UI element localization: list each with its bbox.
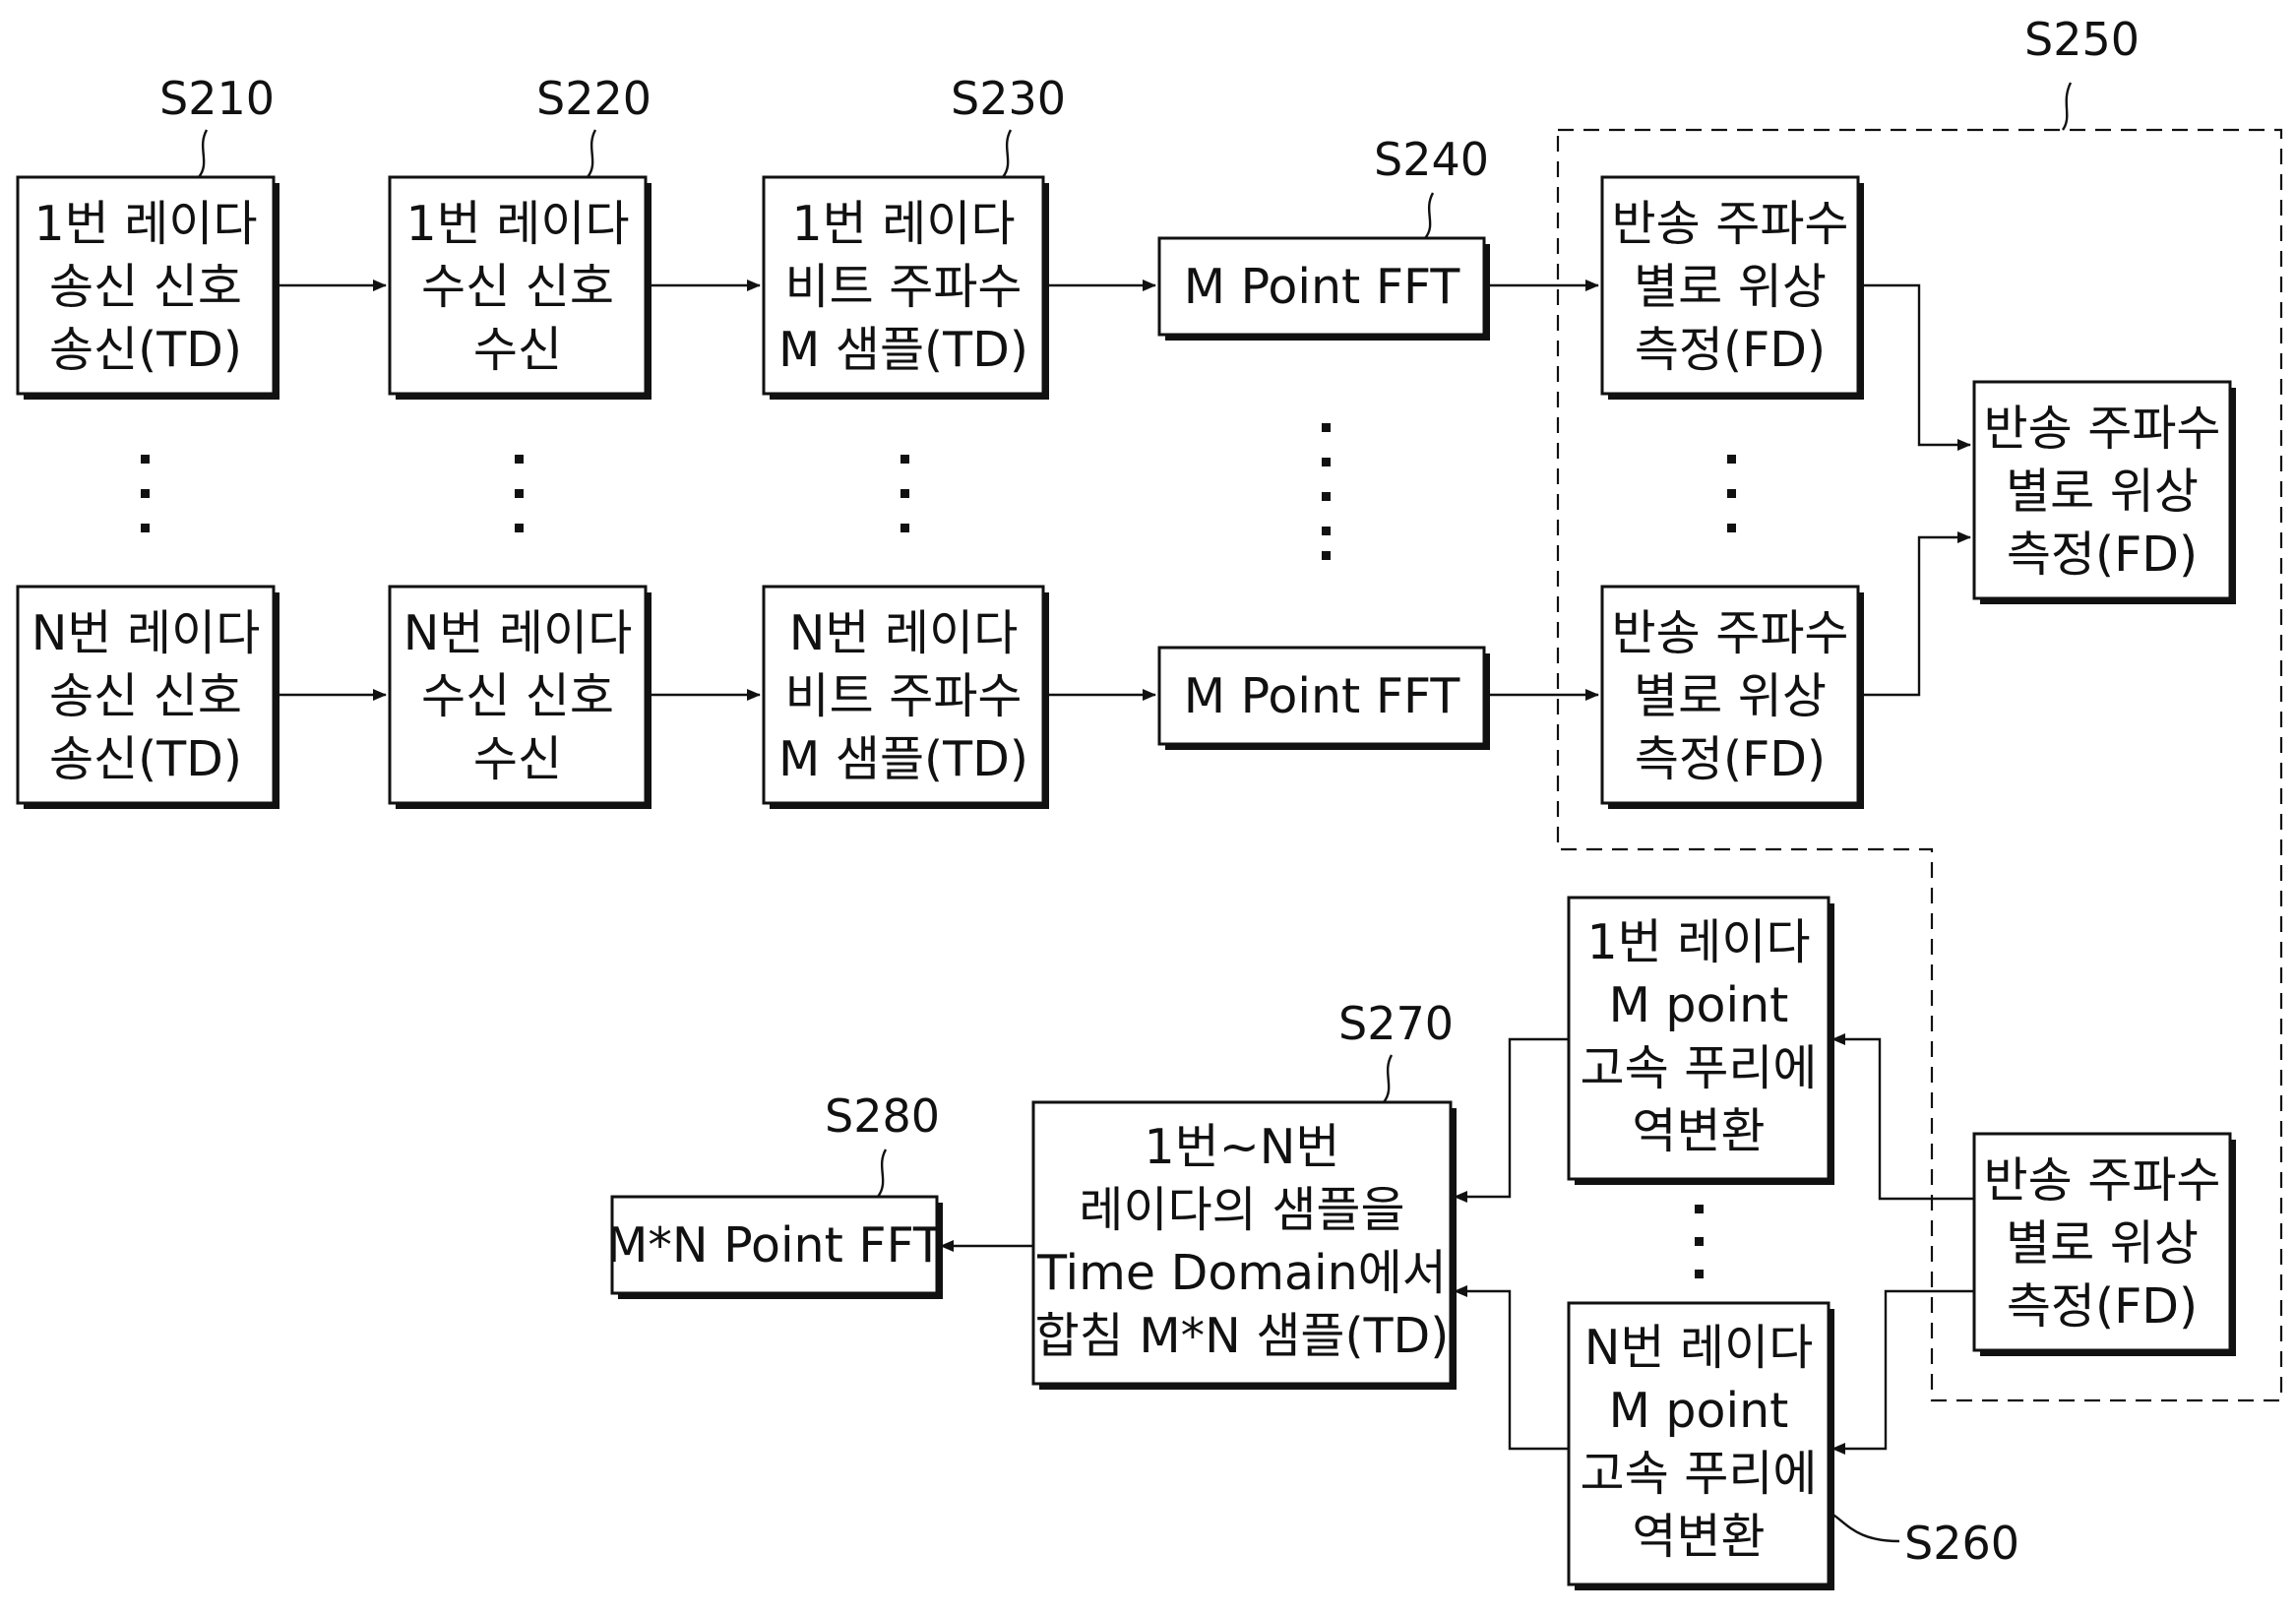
box-txN-line-3: 송신(TD): [49, 731, 242, 787]
box-phase1: 반송 주파수 별로 위상 측정(FD): [1600, 175, 1864, 400]
box-ifft1-line-3: 고속 푸리에: [1581, 1040, 1818, 1096]
box-phase-out: 반송 주파수 별로 위상 측정(FD): [1972, 1132, 2236, 1356]
step-label-s230: S230: [951, 72, 1066, 125]
leader-s250: [2061, 82, 2073, 131]
box-phaseN-line-3: 측정(FD): [1635, 731, 1826, 787]
box-tx1-line-2: 송신 신호: [49, 259, 242, 315]
box-phase-out-line-1: 반송 주파수: [1984, 1152, 2221, 1209]
box-ifftN-line-3: 고속 푸리에: [1581, 1446, 1818, 1502]
ellipsis-col-rx: [515, 455, 524, 532]
box-merge-line-1: 1번~N번: [1144, 1119, 1339, 1175]
step-label-s220: S220: [536, 72, 652, 125]
box-phaseN-line-2: 별로 위상: [1634, 668, 1827, 724]
box-rx1-line-3: 수신: [473, 322, 562, 378]
step-label-s210: S210: [159, 72, 275, 125]
box-phase1-line-3: 측정(FD): [1635, 322, 1826, 378]
box-fft1: M Point FFT: [1157, 236, 1490, 341]
box-rx1-line-2: 수신 신호: [421, 259, 614, 315]
arrow-phase1-combined: [1864, 283, 1971, 451]
box-rxN-line-3: 수신: [473, 731, 562, 787]
box-final-fft-line-1: M*N Point FFT: [606, 1217, 944, 1273]
box-phase-combined: 반송 주파수 별로 위상 측정(FD): [1972, 380, 2236, 604]
ellipsis-col-tx: [141, 455, 150, 532]
box-phase-out-line-3: 측정(FD): [2007, 1278, 2198, 1335]
box-fftN-line-1: M Point FFT: [1184, 668, 1461, 724]
arrow-phase-out-ifftN: [1831, 1289, 1974, 1455]
box-phase-combined-line-2: 별로 위상: [2006, 464, 2199, 520]
box-txN: N번 레이다 송신 신호 송신(TD): [16, 585, 279, 809]
arrow-ifft1-merge: [1454, 1037, 1569, 1203]
step-label-s270: S270: [1338, 997, 1454, 1050]
step-label-s250: S250: [2024, 13, 2140, 66]
ellipsis-col-fft: [1322, 423, 1331, 560]
box-rx1-line-1: 1번 레이다: [405, 196, 629, 252]
box-merge-line-4: 합침 M*N 샘플(TD): [1035, 1308, 1450, 1364]
box-merge-line-2: 레이다의 샘플을: [1079, 1182, 1404, 1238]
arrow-phaseN-combined: [1864, 531, 1971, 697]
box-tx1-line-1: 1번 레이다: [33, 196, 257, 252]
box-beat1-line-1: 1번 레이다: [791, 196, 1015, 252]
box-phase-combined-line-3: 측정(FD): [2007, 527, 2198, 583]
box-ifftN-line-2: M point: [1609, 1383, 1789, 1439]
box-tx1: 1번 레이다 송신 신호 송신(TD): [16, 175, 279, 400]
box-rxN-line-1: N번 레이다: [403, 605, 633, 661]
leader-s260: [1828, 1510, 1900, 1543]
box-phaseN: 반송 주파수 별로 위상 측정(FD): [1600, 585, 1864, 809]
box-ifft1-line-1: 1번 레이다: [1586, 914, 1810, 970]
box-ifftN: N번 레이다 M point 고속 푸리에 역변환: [1567, 1301, 1834, 1590]
box-rxN-line-2: 수신 신호: [421, 668, 614, 724]
box-beatN-line-1: N번 레이다: [789, 605, 1019, 661]
box-fft1-line-1: M Point FFT: [1184, 259, 1461, 315]
box-merge-line-3: Time Domain에서: [1036, 1245, 1447, 1301]
leader-s270: [1383, 1054, 1394, 1103]
ellipsis-col-beat: [900, 455, 909, 532]
box-beat1-line-3: M 샘플(TD): [778, 322, 1028, 378]
box-rxN: N번 레이다 수신 신호 수신: [388, 585, 652, 809]
leader-s230: [1002, 129, 1013, 178]
box-beatN-line-2: 비트 주파수: [785, 668, 1023, 724]
box-phaseN-line-1: 반송 주파수: [1612, 605, 1849, 661]
box-beatN-line-3: M 샘플(TD): [778, 731, 1028, 787]
s250-group-outline: [1556, 128, 2283, 1402]
step-label-s260: S260: [1904, 1517, 2019, 1570]
box-merge: 1번~N번 레이다의 샘플을 Time Domain에서 합침 M*N 샘플(T…: [1031, 1100, 1457, 1390]
ellipsis-col-ifft: [1695, 1205, 1704, 1278]
box-ifftN-line-4: 역변환: [1632, 1509, 1765, 1565]
box-txN-line-2: 송신 신호: [49, 668, 242, 724]
leader-s220: [587, 129, 597, 178]
ellipsis-col-phase: [1727, 455, 1736, 532]
arrow-ifftN-merge: [1454, 1285, 1569, 1451]
box-beat1-line-2: 비트 주파수: [785, 259, 1023, 315]
box-ifftN-line-1: N번 레이다: [1584, 1320, 1814, 1376]
box-ifft1-line-2: M point: [1609, 977, 1789, 1033]
leader-s210: [198, 129, 209, 178]
box-txN-line-1: N번 레이다: [31, 605, 261, 661]
box-tx1-line-3: 송신(TD): [49, 322, 242, 378]
box-beat1: 1번 레이다 비트 주파수 M 샘플(TD): [762, 175, 1049, 400]
box-phase-combined-line-1: 반송 주파수: [1984, 401, 2221, 457]
box-fftN: M Point FFT: [1157, 646, 1490, 750]
step-label-s280: S280: [825, 1089, 940, 1143]
leader-s240: [1424, 192, 1435, 239]
box-ifft1: 1번 레이다 M point 고속 푸리에 역변환: [1567, 896, 1834, 1185]
arrow-phase-out-ifft1: [1831, 1033, 1974, 1201]
box-phase-out-line-2: 별로 위상: [2006, 1215, 2199, 1272]
box-ifft1-line-4: 역변환: [1632, 1103, 1765, 1159]
step-label-s240: S240: [1374, 133, 1489, 186]
box-beatN: N번 레이다 비트 주파수 M 샘플(TD): [762, 585, 1049, 809]
box-rx1: 1번 레이다 수신 신호 수신: [388, 175, 652, 400]
box-final-fft: M*N Point FFT: [606, 1195, 944, 1299]
box-phase1-line-2: 별로 위상: [1634, 259, 1827, 315]
leader-s280: [876, 1149, 888, 1198]
box-phase1-line-1: 반송 주파수: [1612, 196, 1849, 252]
